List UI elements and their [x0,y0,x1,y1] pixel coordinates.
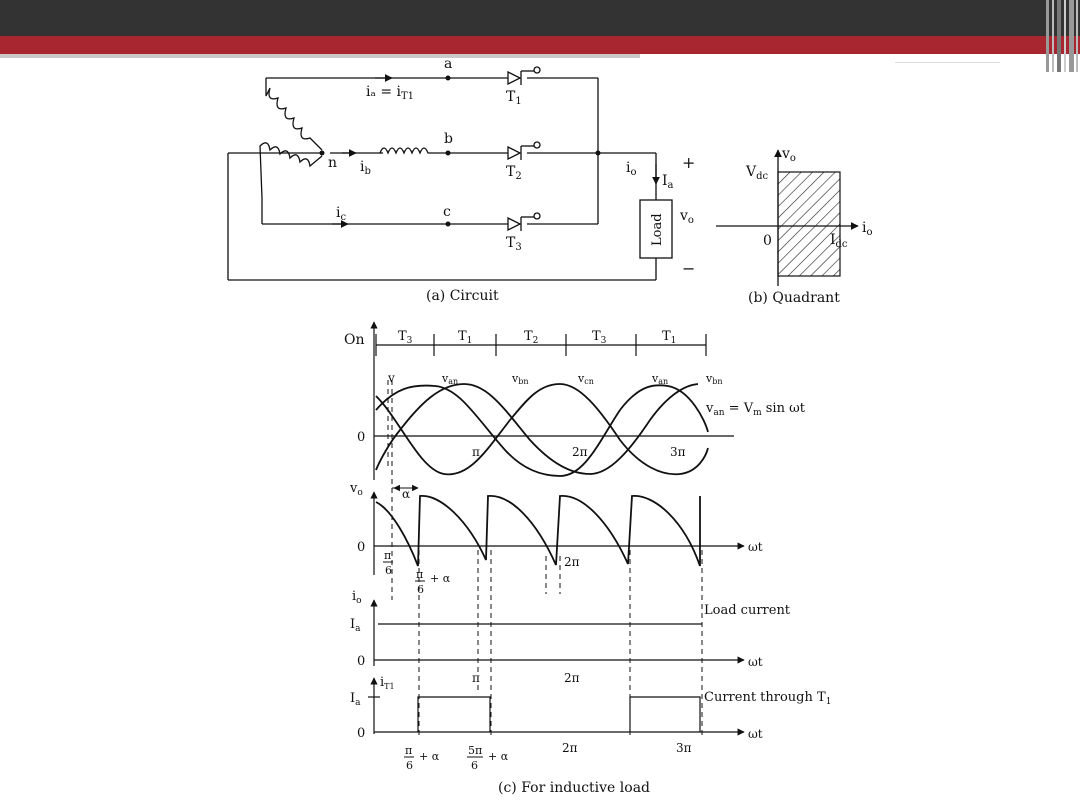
Ia-label: Ia [662,173,674,191]
node-c-label: c [443,204,451,220]
pi6a-num: π [416,568,423,581]
Ia-level-label: Ia [350,617,361,634]
dashed-guides [387,380,703,736]
three-pi-it1: 3π [676,741,692,755]
b-5pi6-num: 5π [468,744,482,757]
vcn-label: vcn [577,372,594,386]
two-pi-phase: 2π [572,445,588,459]
seq-3: T2 [524,329,538,346]
pi-phase: π [472,445,480,459]
load-current-label: Load current [704,603,791,618]
thyristor-t3-icon [507,212,541,232]
seq-5: T1 [662,329,676,346]
quadrant-labels: vo Vdc io Idc 0 (b) Quadrant [745,146,873,306]
node-a-label: a [444,56,452,72]
phase-voltage-curves [375,383,709,477]
vbn-label: vbn [511,372,529,386]
node-b-label: b [444,131,453,147]
zero-io: 0 [357,654,365,669]
b-pi6-den: 6 [406,759,413,772]
node-n-label: n [328,155,337,171]
iT1-axis-label: iT1 [380,675,395,691]
three-pi-phase: 3π [670,445,686,459]
thyristor-t2-icon [507,141,541,161]
accent-line [895,62,1000,66]
thyristor-t1-icon [507,66,541,86]
waveform-labels: On T3 T1 T2 T3 T1 v van vbn vcn van vbn … [344,329,831,796]
waveform-caption: (c) For inductive load [498,780,650,796]
accent-bar [0,36,1080,54]
quadrant-io-label: io [862,220,873,238]
omega-t-it1: ωt [748,727,763,741]
van-equation: van = Vm sin ωt [705,401,806,418]
Ia-level-label-2: Ia [350,691,361,708]
output-voltage-curve [375,495,701,567]
pi6a-den: 6 [417,583,424,596]
quadrant-caption: (b) Quadrant [748,290,840,306]
io-axis-label: io [352,589,362,606]
title-bar [0,0,1080,36]
alpha-label: α [402,487,410,501]
waveform-axes [368,321,745,736]
van2-label: van [651,372,668,386]
on-label: On [344,332,365,348]
omega-t-io: ωt [748,655,763,669]
circuit-caption: (a) Circuit [426,288,499,304]
b-5pi6-plus: + α [488,750,509,763]
circuit-nodes [319,75,601,227]
quadrant-diagram [716,149,859,286]
zero-phase: 0 [357,430,365,445]
zero-it1: 0 [357,726,365,741]
corner-stripes [1040,0,1080,72]
t1-label: T1 [506,89,522,107]
seq-4: T3 [592,329,607,346]
van-label: van [441,372,458,386]
io-label: io [626,160,637,178]
pi6-den: 6 [385,564,392,577]
quadrant-vo-label: vo [781,146,796,164]
t2-label: T2 [506,164,522,182]
t3-label: T3 [506,235,522,253]
quadrant-zero: 0 [763,233,772,249]
ia-label: iₐ = iT1 [366,84,414,102]
b-5pi6-den: 6 [471,759,478,772]
two-pi-vo: 2π [564,555,580,569]
b-pi6-plus: + α [419,750,440,763]
quadrant-vdc-label: Vdc [745,164,769,182]
v-label: v [387,371,395,385]
seq-1: T3 [398,329,413,346]
two-pi-io: 2π [564,671,580,685]
pi6a-plus: + α [430,572,451,585]
circuit-labels: a b c n iₐ = iT1 ib ic T1 T2 T3 io Ia vo… [328,56,695,304]
ic-label: ic [336,205,346,223]
b-pi6-num: π [405,744,412,757]
omega-t-vo: ωt [748,540,763,554]
accent-underline [0,54,640,58]
pi-io: π [472,671,480,685]
seq-2: T1 [458,329,472,346]
circuit-diagram [227,66,673,281]
vo-label: vo [679,208,694,226]
pi6-num: π [384,549,391,562]
zero-vo: 0 [357,540,365,555]
two-pi-it1: 2π [562,741,578,755]
load-label: Load [650,213,665,246]
plus-sign: + [682,153,695,172]
minus-sign: − [682,259,695,278]
vo-axis-label: vo [349,481,363,498]
vbn2-label: vbn [705,372,723,386]
quadrant-idc-label: Idc [830,232,848,250]
ib-label: ib [360,159,371,177]
current-through-t1-label: Current through T1 [704,690,831,707]
